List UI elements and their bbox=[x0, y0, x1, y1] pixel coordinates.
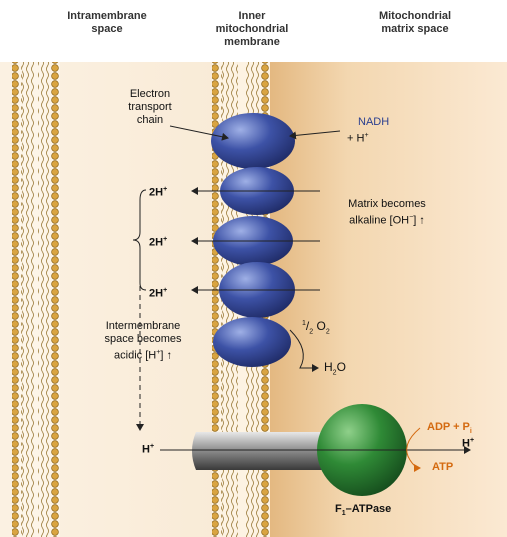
label-atp: ATP bbox=[432, 461, 453, 474]
label-half-oxygen-o: O bbox=[313, 319, 326, 333]
label-proton-right-text: H bbox=[462, 438, 470, 450]
label-2h-2: 2H+ bbox=[149, 233, 167, 250]
label-intermembrane-acidic: Intermembrane space becomes acidic [H+] … bbox=[88, 320, 198, 363]
label-nadh-proton: + H+ bbox=[347, 129, 369, 146]
label-f1-atpase-f: F bbox=[335, 503, 342, 515]
label-2h-3-text: 2H bbox=[149, 288, 163, 300]
label-nadh-proton-sup: + bbox=[364, 132, 368, 139]
label-2h-1-sup: + bbox=[163, 186, 167, 193]
label-adp-pi-text: ADP + P bbox=[427, 421, 470, 433]
label-matrix-alkaline-end: ] ↑ bbox=[413, 215, 425, 227]
electron-transport-chain bbox=[211, 113, 295, 367]
label-proton-left: H+ bbox=[142, 440, 154, 457]
header-inner-membrane: Inner mitochondrial membrane bbox=[197, 10, 307, 49]
label-proton-right: H+ bbox=[462, 434, 474, 451]
label-intermembrane-acidic-end: ] ↑ bbox=[160, 350, 172, 362]
label-2h-3-sup: + bbox=[163, 287, 167, 294]
header-matrix-space: Mitochondrial matrix space bbox=[355, 10, 475, 36]
label-2h-2-text: 2H bbox=[149, 237, 163, 249]
label-f1-atpase: F1–ATPase bbox=[335, 503, 391, 520]
label-nadh-proton-text: + H bbox=[347, 133, 364, 145]
complex-5 bbox=[213, 317, 291, 367]
label-nadh: NADH bbox=[358, 116, 389, 129]
label-2h-3: 2H+ bbox=[149, 284, 167, 301]
label-electron-transport-chain: Electron transport chain bbox=[110, 88, 190, 127]
label-matrix-alkaline: Matrix becomes alkaline [OH−] ↑ bbox=[332, 198, 442, 228]
label-half-oxygen: 1/2 O2 bbox=[302, 317, 330, 338]
outer-membrane bbox=[12, 62, 60, 537]
label-water-o: O bbox=[337, 360, 346, 374]
label-2h-1: 2H+ bbox=[149, 183, 167, 200]
atpase-channel bbox=[192, 432, 330, 470]
label-2h-2-sup: + bbox=[163, 236, 167, 243]
label-half-oxygen-sub: 2 bbox=[326, 328, 330, 335]
label-proton-left-text: H bbox=[142, 444, 150, 456]
label-water: H2O bbox=[324, 361, 346, 379]
header-intermembrane-space: Intramembrane space bbox=[52, 10, 162, 36]
label-proton-left-sup: + bbox=[150, 443, 154, 450]
label-2h-1-text: 2H bbox=[149, 187, 163, 199]
label-proton-right-sup: + bbox=[470, 437, 474, 444]
label-f1-atpase-end: –ATPase bbox=[346, 503, 392, 515]
label-water-h: H bbox=[324, 360, 333, 374]
complex-1 bbox=[211, 113, 295, 169]
